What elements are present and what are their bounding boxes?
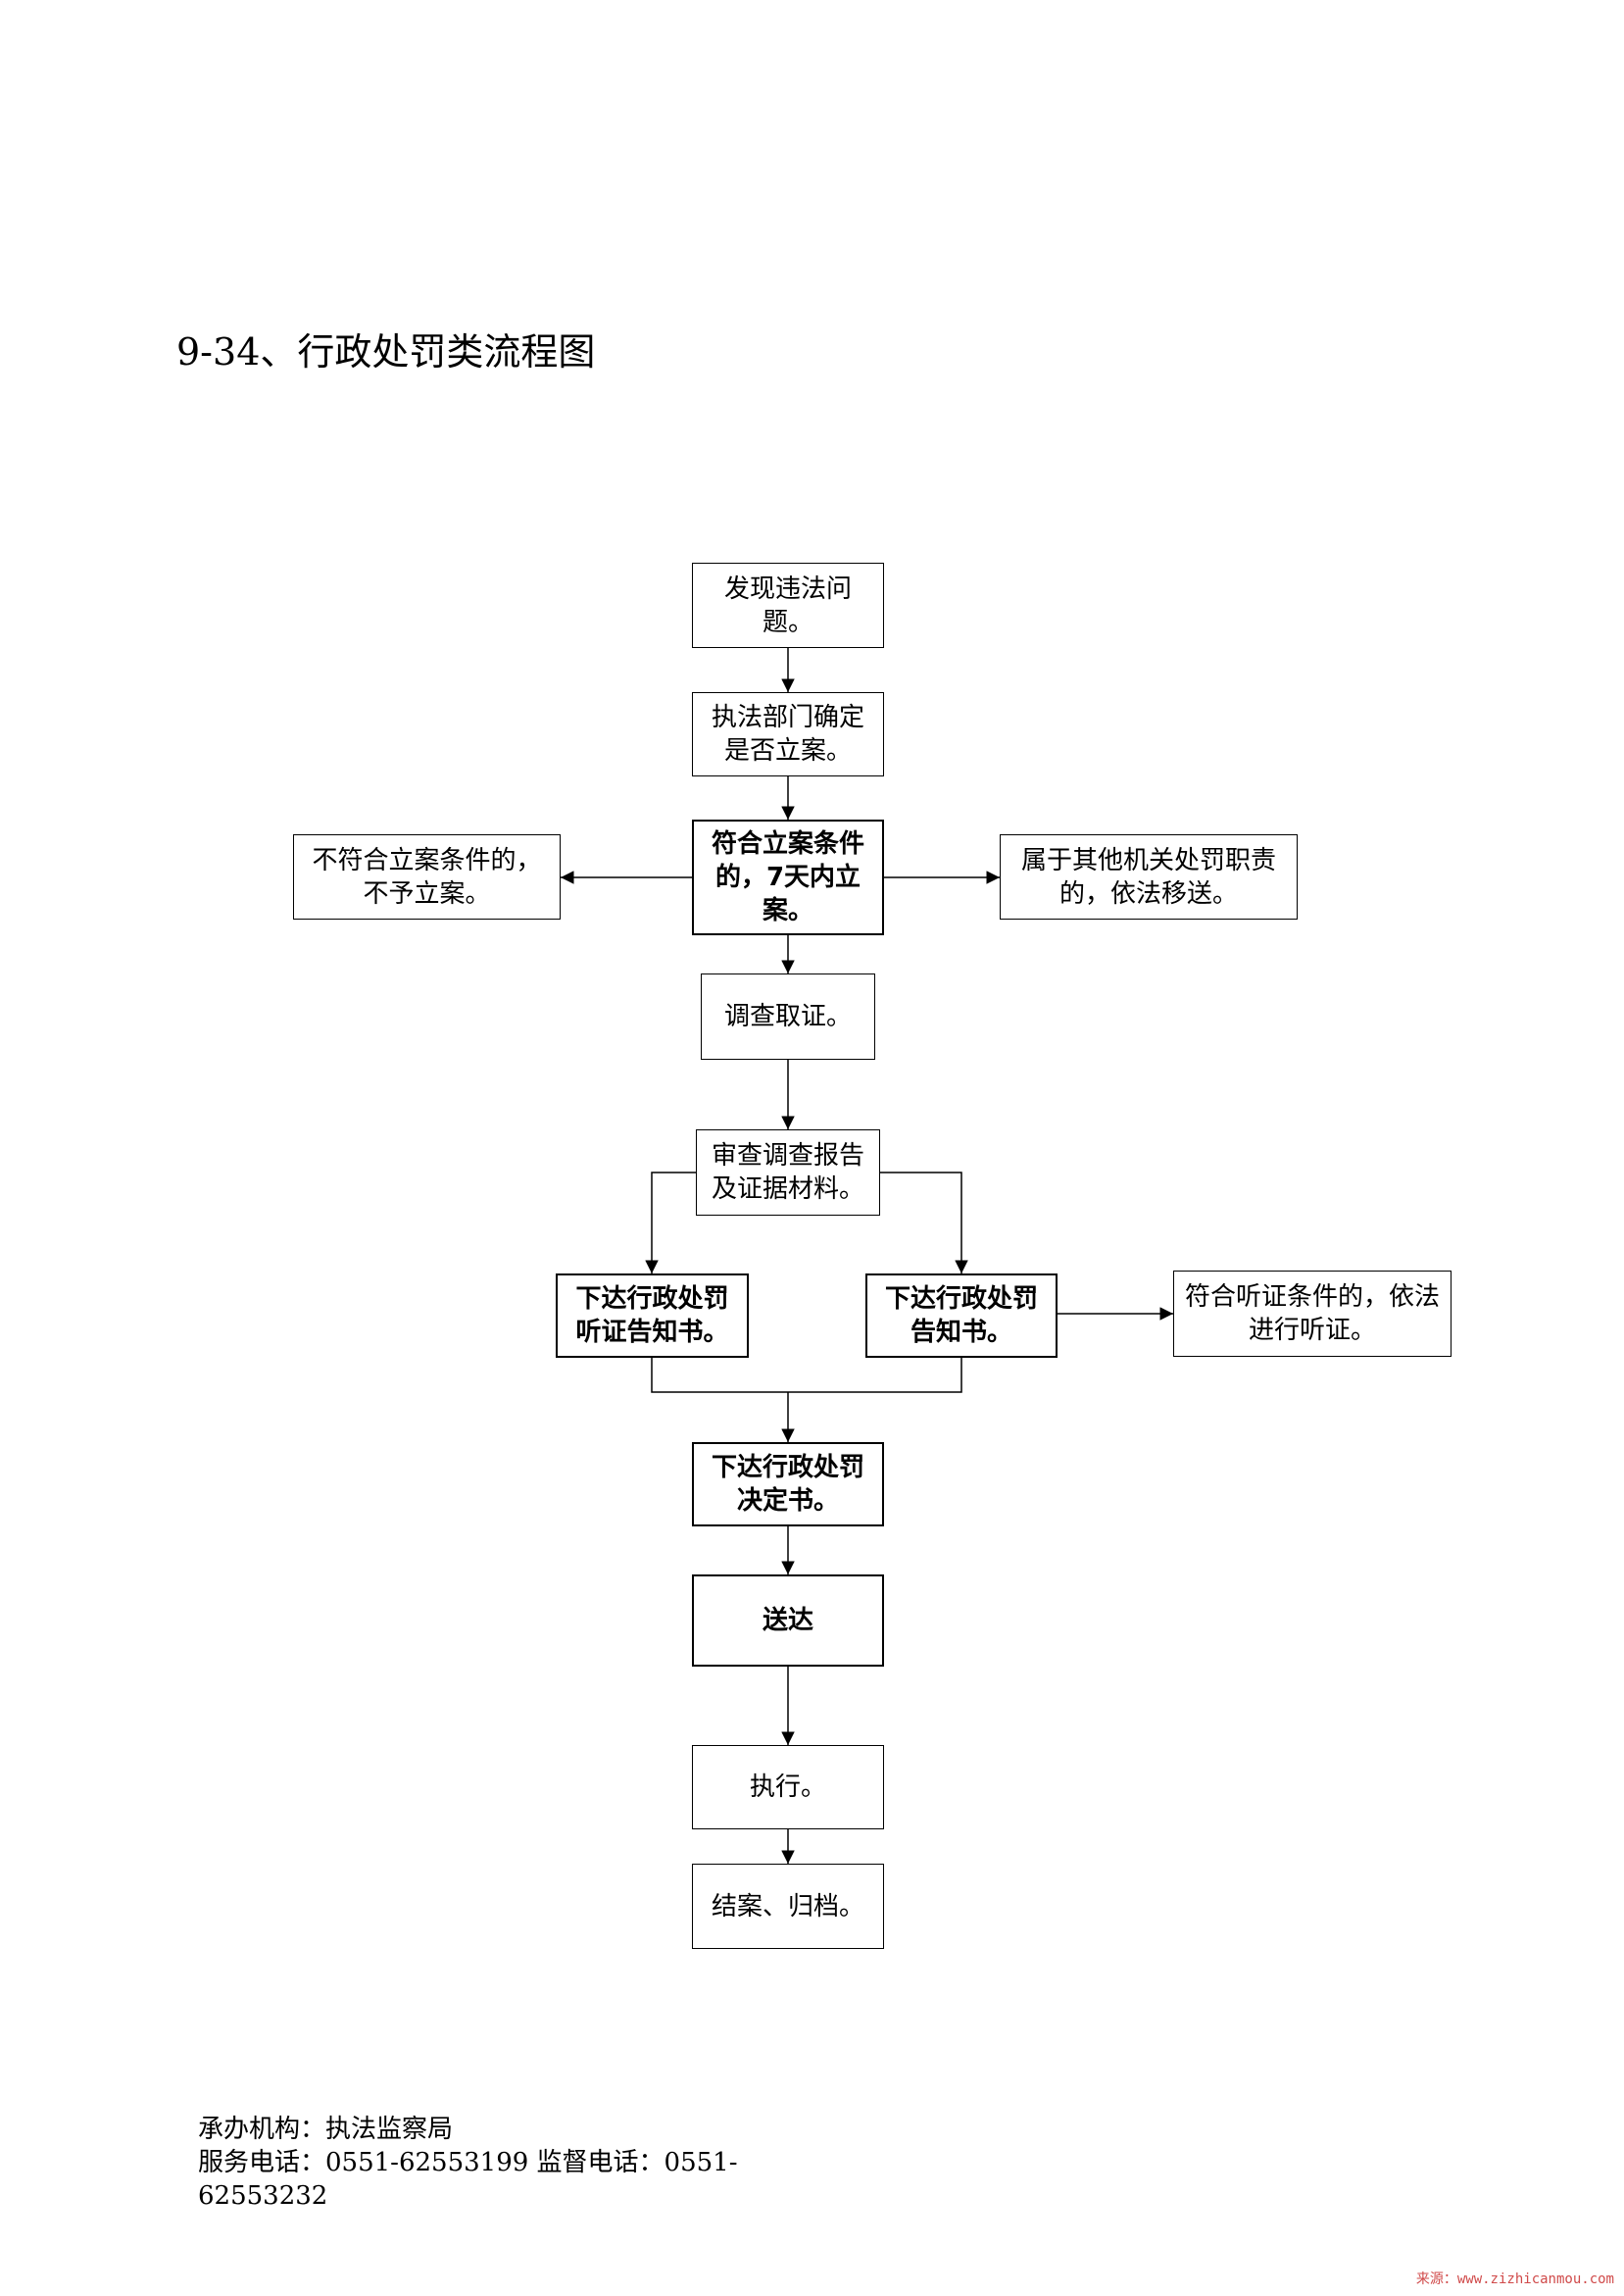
- footer-org: 承办机构：执法监察局: [198, 2115, 454, 2144]
- box-discover: 发现违法问题。: [692, 563, 884, 648]
- box-hearing-notice: 下达行政处罚听证告知书。: [556, 1273, 749, 1358]
- arrow-review-penalty-notice: [880, 1172, 968, 1273]
- box-hearing: 符合听证条件的，依法进行听证。: [1173, 1271, 1452, 1357]
- box-decide: 执法部门确定是否立案。: [692, 692, 884, 776]
- footer: 承办机构：执法监察局 服务电话：0551-62553199 监督电话：0551-…: [198, 2113, 747, 2213]
- box-investigate: 调查取证。: [701, 973, 875, 1060]
- box-review: 审查调查报告及证据材料。: [696, 1129, 880, 1216]
- box-penalty-notice: 下达行政处罚告知书。: [865, 1273, 1058, 1358]
- box-decision: 下达行政处罚决定书。: [692, 1442, 884, 1526]
- box-execute: 执行。: [692, 1745, 884, 1829]
- source-watermark: 来源：www.zizhicanmou.com: [1415, 2271, 1614, 2287]
- merge-notices: [651, 1358, 962, 1393]
- box-no-file: 不符合立案条件的，不予立案。: [293, 834, 561, 920]
- arrow-review-hearing-notice: [645, 1172, 696, 1273]
- footer-phones: 服务电话：0551-62553199 监督电话：0551-62553232: [198, 2148, 738, 2211]
- box-transfer: 属于其他机关处罚职责的，依法移送。: [1000, 834, 1298, 920]
- box-deliver: 送达: [692, 1574, 884, 1667]
- box-file-case: 符合立案条件的，7天内立案。: [692, 820, 884, 935]
- page-title: 9-34、行政处罚类流程图: [176, 330, 596, 374]
- box-close: 结案、归档。: [692, 1864, 884, 1949]
